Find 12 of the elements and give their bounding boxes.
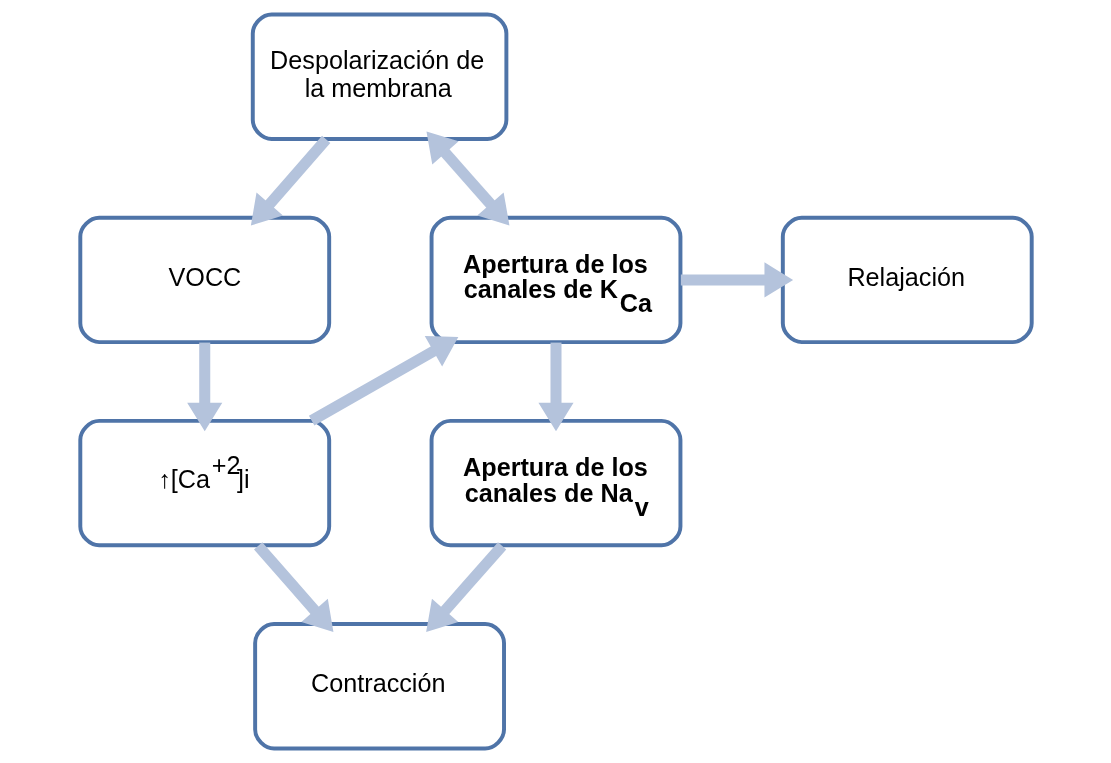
arrow bbox=[253, 542, 333, 632]
arrow bbox=[308, 336, 458, 426]
node-box: VOCC bbox=[77, 215, 331, 345]
arrow bbox=[537, 342, 574, 432]
arrow bbox=[250, 135, 330, 226]
node-box: Relajación bbox=[780, 215, 1034, 345]
arrow bbox=[425, 542, 506, 632]
arrow bbox=[186, 342, 222, 432]
arrow bbox=[426, 131, 509, 226]
node-box: Contracción bbox=[252, 622, 506, 751]
arrow bbox=[680, 262, 793, 298]
node-box: Despolarización de la membrana bbox=[250, 12, 508, 141]
